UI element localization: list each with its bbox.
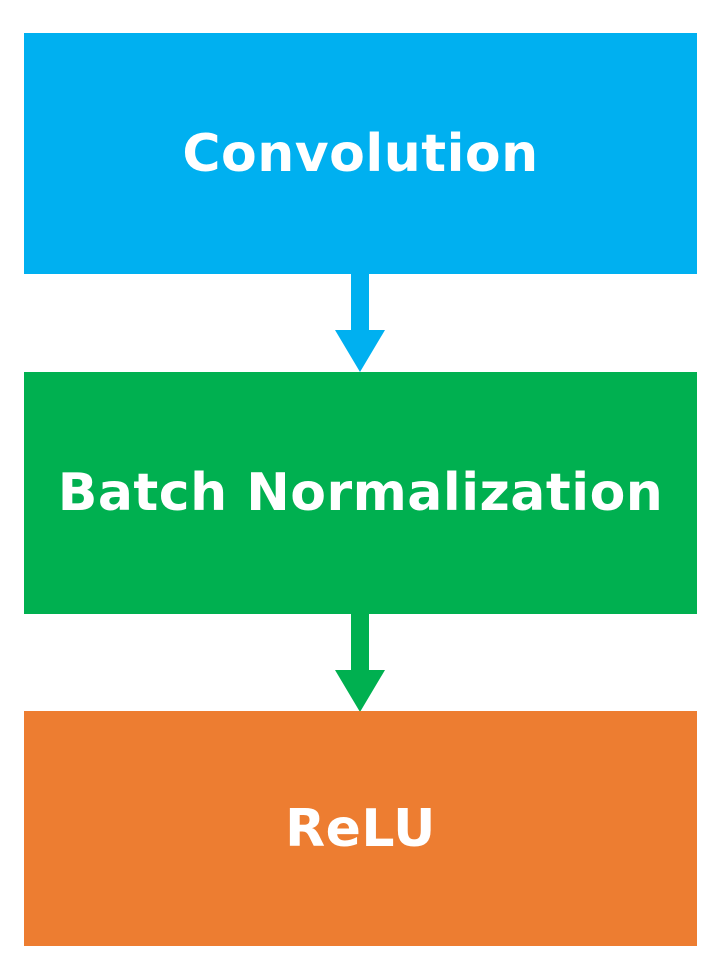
down-arrow-icon <box>335 274 385 372</box>
down-arrow-icon <box>335 614 385 712</box>
batch-normalization-label: Batch Normalization <box>57 463 664 523</box>
convolution-box: Convolution <box>24 33 697 274</box>
batch-normalization-box: Batch Normalization <box>24 372 697 614</box>
convolution-label: Convolution <box>182 123 539 184</box>
relu-label: ReLU <box>285 798 436 859</box>
relu-box: ReLU <box>24 711 697 946</box>
